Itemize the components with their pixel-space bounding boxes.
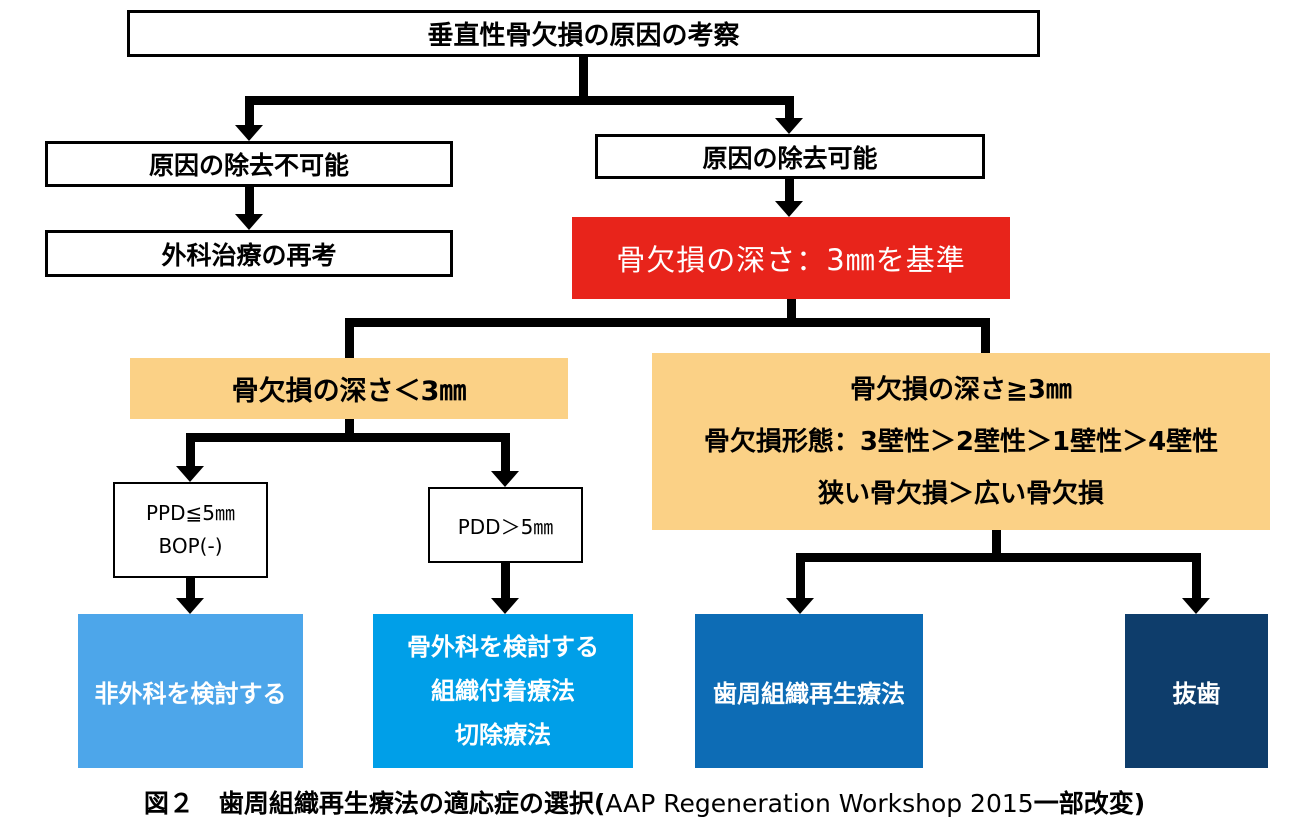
connector-line (345, 318, 990, 327)
connector-line (186, 433, 195, 466)
ppd-line-1: PPD≦5㎜ (145, 501, 235, 525)
arrow-down-icon (786, 598, 814, 614)
connector-line (992, 530, 1001, 562)
figure-caption: 図２ 歯周組織再生療法の適応症の選択(AAP Regeneration Work… (0, 784, 1289, 820)
node-ppd-le-5mm: PPD≦5㎜ BOP(-) (113, 482, 268, 578)
node-outcome-extraction: 抜歯 (1125, 614, 1268, 768)
node-reconsider-surgery: 外科治療の再考 (45, 230, 453, 277)
node-outcome-nonsurgical: 非外科を検討する (78, 614, 303, 768)
node-cause-removable: 原因の除去可能 (595, 134, 985, 179)
ppd-line-2: BOP(-) (158, 534, 223, 558)
connector-line (796, 553, 805, 598)
connector-line (501, 433, 510, 471)
node-cause-not-removable: 原因の除去不可能 (45, 141, 453, 187)
depth-ge-3mm-line-3: 狭い骨欠損＞広い骨欠損 (817, 478, 1104, 509)
connector-line (345, 318, 354, 358)
node-depth-ge-3mm: 骨欠損の深さ≧3㎜ 骨欠損形態：3壁性＞2壁性＞1壁性＞4壁性 狭い骨欠損＞広い… (652, 353, 1270, 530)
connector-line (787, 299, 796, 327)
node-depth-lt-3mm: 骨欠損の深さ＜3㎜ (130, 358, 568, 419)
caption-latin: AAP Regeneration Workshop 2015 (605, 789, 1034, 818)
connector-line (796, 553, 1201, 562)
arrow-down-icon (235, 125, 263, 141)
connector-line (1192, 553, 1201, 598)
connector-line (186, 578, 195, 598)
connector-line (186, 433, 510, 442)
connector-line (245, 96, 794, 105)
connector-line (785, 179, 794, 201)
connector-line (579, 57, 588, 105)
connector-line (245, 187, 254, 214)
connector-line (501, 563, 510, 598)
depth-ge-3mm-line-2: 骨欠損形態：3壁性＞2壁性＞1壁性＞4壁性 (703, 426, 1219, 457)
arrow-down-icon (1182, 598, 1210, 614)
node-outcome-regeneration: 歯周組織再生療法 (695, 614, 923, 768)
depth-ge-3mm-line-1: 骨欠損の深さ≧3㎜ (850, 374, 1072, 405)
osseous-line-3: 切除療法 (455, 721, 551, 749)
osseous-line-2: 組織付着療法 (431, 677, 575, 705)
caption-suffix: 一部改変) (1033, 789, 1146, 818)
node-root-cause-analysis: 垂直性骨欠損の原因の考察 (127, 10, 1040, 57)
connector-line (785, 96, 794, 118)
arrow-down-icon (775, 118, 803, 134)
node-depth-criterion: 骨欠損の深さ：3㎜を基準 (572, 217, 1010, 299)
arrow-down-icon (491, 598, 519, 614)
arrow-down-icon (491, 471, 519, 487)
caption-prefix: 図２ 歯周組織再生療法の適応症の選択( (143, 789, 606, 818)
arrow-down-icon (775, 201, 803, 217)
connector-line (345, 419, 354, 442)
node-pdd-gt-5mm: PDD＞5㎜ (428, 487, 583, 563)
node-outcome-osseous-surgery: 骨外科を検討する 組織付着療法 切除療法 (373, 614, 633, 768)
connector-line (245, 96, 254, 125)
arrow-down-icon (235, 214, 263, 230)
connector-line (981, 318, 990, 353)
arrow-down-icon (176, 598, 204, 614)
arrow-down-icon (176, 466, 204, 482)
osseous-line-1: 骨外科を検討する (407, 633, 599, 661)
